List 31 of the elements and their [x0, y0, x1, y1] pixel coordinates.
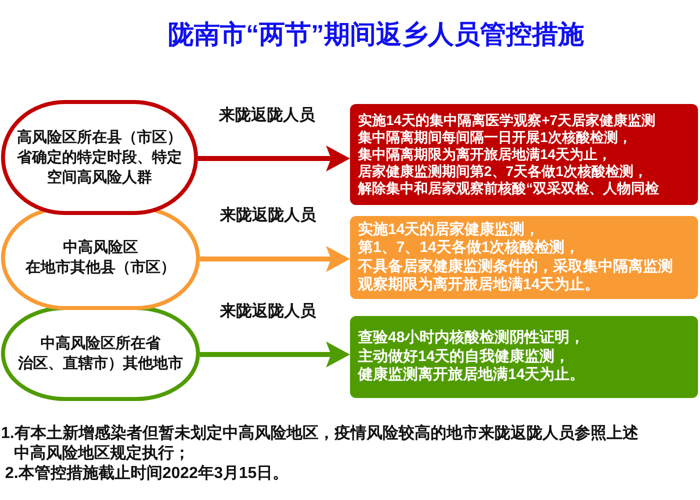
panel-text: 集中隔离期间每间隔一日开展1次核酸检测， — [358, 129, 632, 146]
info-panel — [350, 316, 698, 398]
edge-label: 来陇返陇人员 — [218, 302, 318, 322]
oval-text: 空间高风险人群 — [47, 168, 152, 188]
arrow — [200, 246, 350, 272]
info-panel — [350, 216, 698, 299]
oval-text: 治区、直辖市）其他地市 — [18, 354, 183, 374]
oval-text: 中高风险区所在省 — [40, 334, 160, 354]
oval-text: 高风险区所在县（市区） — [17, 128, 182, 148]
panel-text: 查验48小时内核酸检测阴性证明， — [358, 329, 585, 348]
title: 陇南市“两节”期间返乡人员管控措施 — [168, 18, 584, 50]
panel-text: 集中隔离期限为离开旅居地满14天为止， — [358, 146, 612, 163]
panel-text: 第1、7、14天各做1次核酸检测， — [358, 239, 580, 258]
panel-text: 主动做好14天的自我健康监测， — [358, 348, 570, 366]
info-panel — [350, 104, 698, 205]
oval-text: 在地市其他县（市区） — [26, 258, 176, 278]
panel-text: 解除集中和居家观察前核酸“双采双检、人物同检 — [358, 180, 659, 197]
panel-text: 实施14天的居家健康监测， — [358, 220, 540, 239]
panel-text: 健康监测离开旅居地满14天为止。 — [358, 366, 585, 385]
arrow — [198, 146, 350, 172]
panel-text: 居家健康监测期间第2、7天各做1次核酸检测， — [358, 163, 648, 180]
edge-label: 来陇返陇人员 — [217, 106, 317, 126]
panel-text: 不具备居家健康监测条件的，采取集中隔离监测 — [358, 258, 673, 276]
oval-text: 省确定的特定时段、特定 — [17, 148, 182, 168]
arrow — [200, 342, 350, 368]
oval-text: 中高风险区 — [63, 238, 138, 258]
edge-label: 来陇返陇人员 — [218, 206, 318, 226]
note: 2.本管控措施截止时间2022年3月15日。 — [5, 464, 289, 484]
note: 1.有本土新增感染者但暂未划定中高风险地区，疫情风险较高的地市来陇返陇人员参照上述中高风险地区规定执行； — [1, 424, 640, 464]
panel-text: 实施14天的集中隔离医学观察+7天居家健康监测 — [358, 112, 656, 129]
panel-text: 观察期限为离开旅居地满14天为止。 — [358, 276, 600, 294]
